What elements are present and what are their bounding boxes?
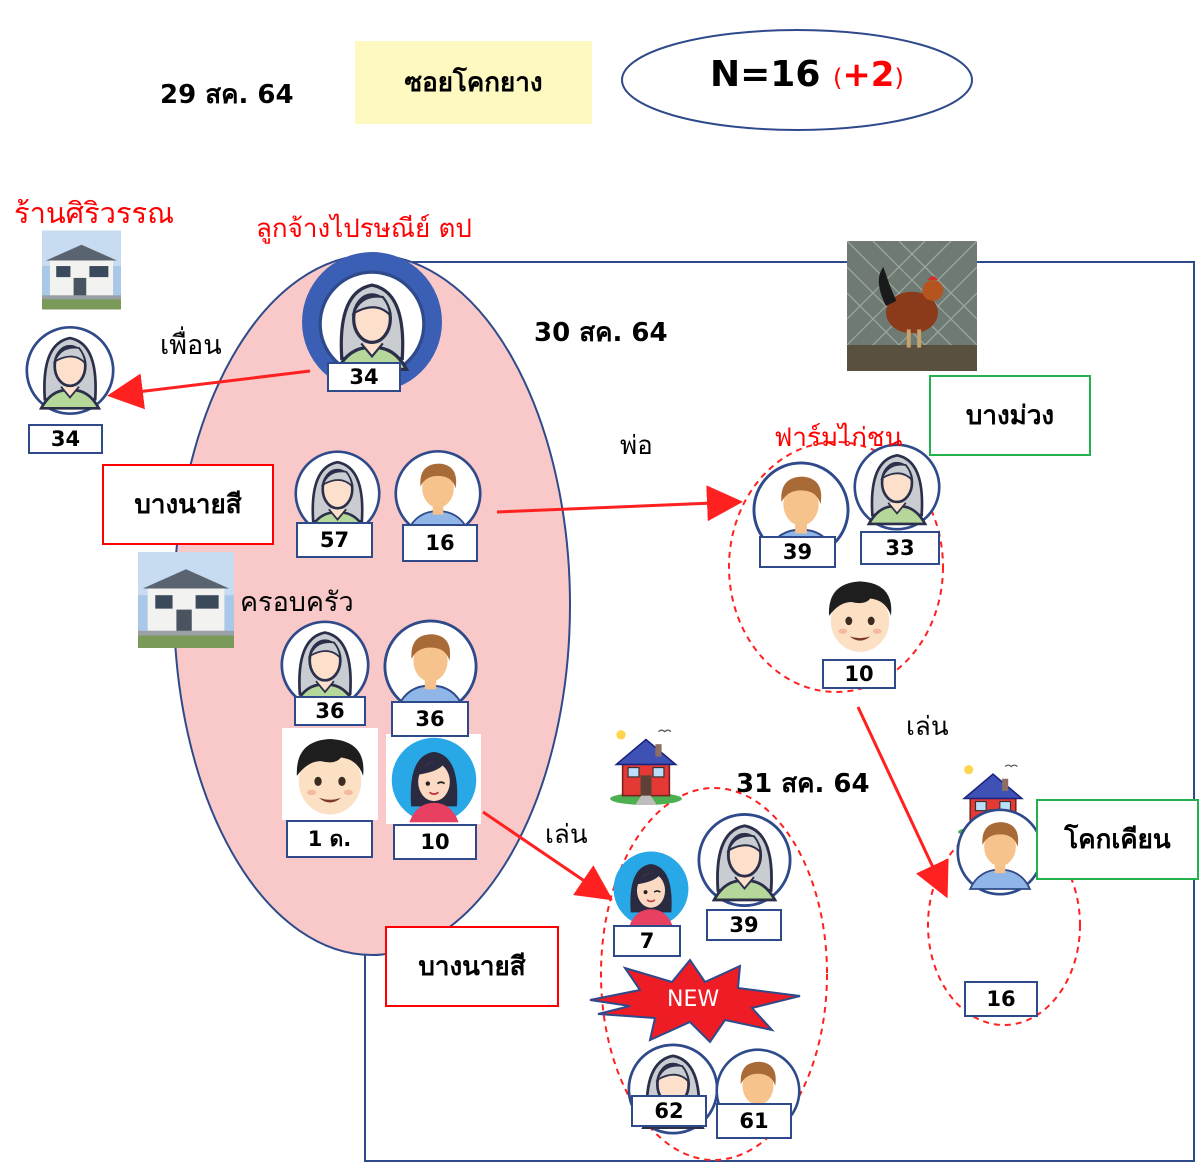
date-30-label: 30 สค. 64 <box>534 318 668 348</box>
age-khok-man: 16 <box>964 981 1038 1017</box>
date-31-label: 31 สค. 64 <box>736 769 870 799</box>
girl-avatar-icon <box>612 850 690 928</box>
boy-avatar-icon <box>828 581 892 652</box>
bangmuang-box: บางม่วง <box>929 375 1091 456</box>
cockfarm-cluster <box>728 441 944 693</box>
count-label: N=16 (+2) <box>710 54 904 95</box>
count-open: ( <box>832 64 843 92</box>
play-label-right: เล่น <box>906 712 949 742</box>
age-woman-39: 39 <box>706 909 782 941</box>
bangnaisi-bottom-box: บางนายสี <box>385 926 559 1007</box>
family-label: ครอบครัว <box>240 587 354 618</box>
man-avatar-icon <box>956 808 1044 896</box>
woman-avatar-icon <box>25 325 115 416</box>
age-man-36: 36 <box>391 701 469 737</box>
arrow-friend <box>107 369 311 410</box>
girl-avatar-icon <box>390 736 478 824</box>
shop-label: ร้านศิริวรรณ <box>14 196 175 230</box>
age-woman-62: 62 <box>631 1095 707 1127</box>
age-baby: 1 ด. <box>286 820 373 858</box>
count-close: ) <box>894 64 904 92</box>
location-label: ซอยโคกยาง <box>355 41 592 124</box>
khokkhian-text: โคกเคียน <box>1064 825 1171 855</box>
play-label-left: เล่น <box>545 820 588 850</box>
age-farm-man: 39 <box>759 536 836 568</box>
new-badge: NEW <box>667 987 720 1012</box>
bangnaisi-house-icon <box>609 729 683 805</box>
age-farm-woman: 33 <box>860 531 940 565</box>
count-oval <box>621 29 973 131</box>
age-shop-friend: 34 <box>28 424 103 454</box>
age-boy-16: 16 <box>402 524 478 562</box>
header-date: 29 สค. 64 <box>160 80 294 110</box>
new-starburst <box>589 958 801 1044</box>
arrow-play-right <box>856 706 949 899</box>
boy-avatar-icon <box>296 739 364 815</box>
bangnaisi-top-text: บางนายสี <box>134 490 242 520</box>
age-farm-boy: 10 <box>822 659 896 689</box>
bangnaisi-cluster <box>600 787 828 1161</box>
bangmuang-text: บางม่วง <box>965 401 1055 431</box>
woman-avatar-icon <box>318 270 426 378</box>
khokkhian-box: โคกเคียน <box>1036 799 1199 880</box>
age-girl-10: 10 <box>393 824 477 860</box>
arrow-play-left <box>482 810 613 901</box>
bangnaisi-top-box: บางนายสี <box>102 464 274 545</box>
rooster-photo <box>847 241 977 371</box>
count-value: N=16 <box>710 54 821 95</box>
khokkhian-cluster <box>927 824 1081 1026</box>
age-woman-57: 57 <box>296 522 373 558</box>
family-house-photo <box>138 552 234 648</box>
shop-house-photo <box>42 230 121 310</box>
count-delta: +2 <box>842 55 895 95</box>
bangnaisi-bottom-text: บางนายสี <box>418 952 526 982</box>
location-text: ซอยโคกยาง <box>404 68 543 98</box>
friend-label: เพื่อน <box>160 330 222 361</box>
age-woman-36: 36 <box>294 696 366 726</box>
cockfarm-label: ฟาร์มไก่ชน <box>774 423 903 453</box>
employee-group-label: ลูกจ้างไปรษณีย์ ตป <box>256 214 472 244</box>
age-man-61: 61 <box>716 1103 792 1139</box>
woman-avatar-icon <box>697 812 792 908</box>
man-avatar-icon <box>383 619 478 714</box>
father-label: พ่อ <box>620 431 653 461</box>
arrow-father <box>496 485 743 522</box>
age-postal-employee: 34 <box>327 362 401 392</box>
age-girl-7: 7 <box>613 925 681 957</box>
